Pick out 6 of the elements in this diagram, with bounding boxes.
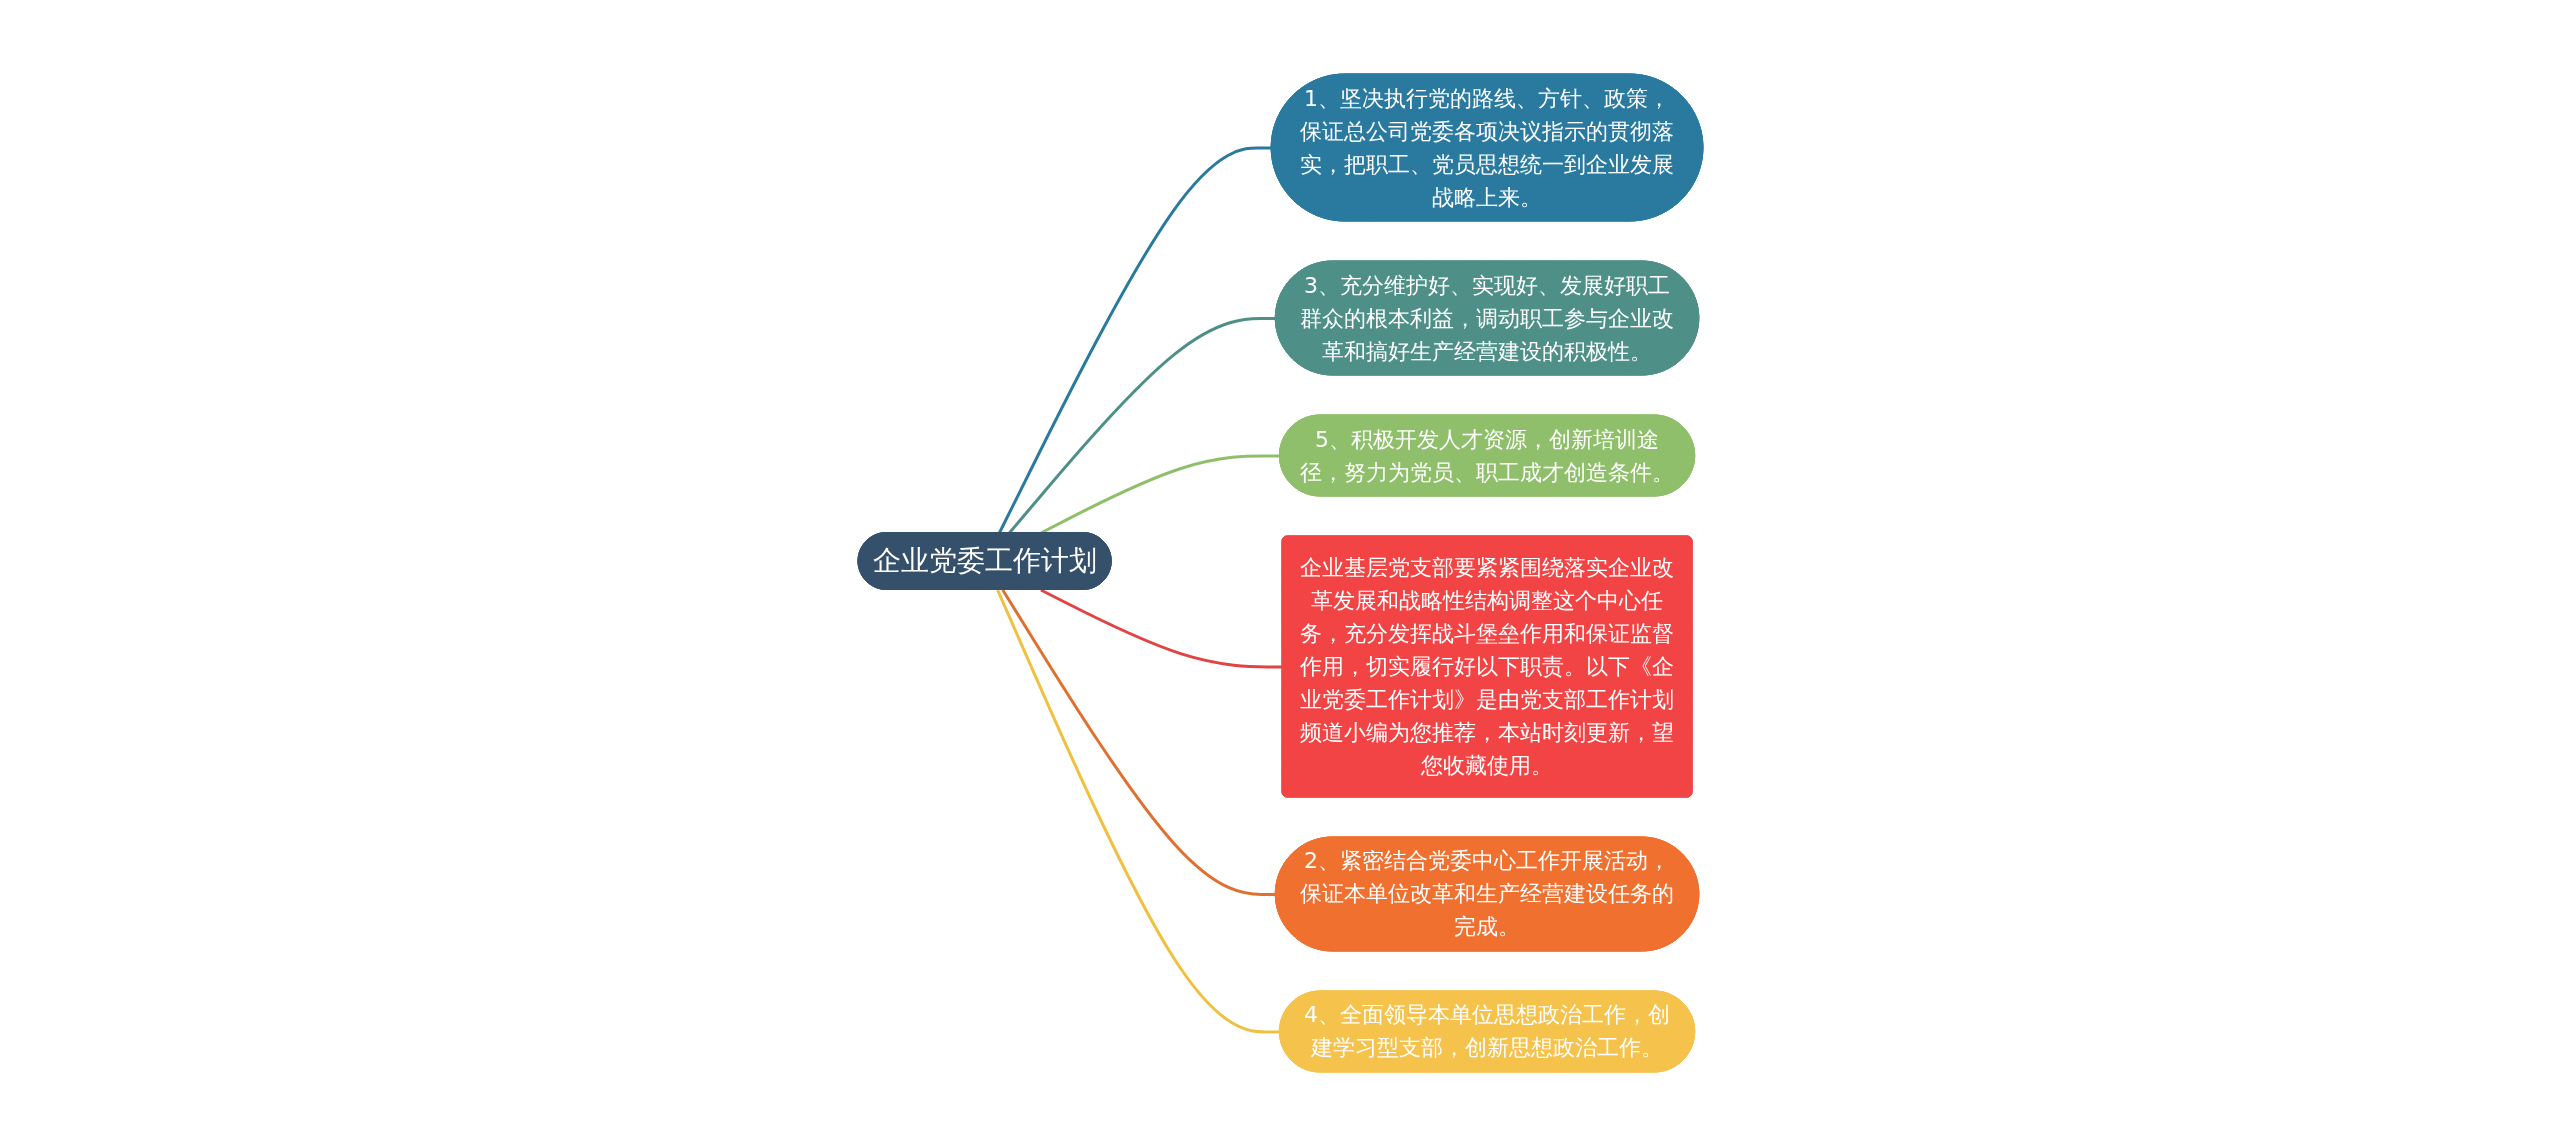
connector [1001,588,1276,896]
connector [1039,588,1283,668]
connector [997,145,1272,534]
connector [995,588,1280,1033]
connector [1007,316,1276,534]
connector [1039,453,1280,534]
